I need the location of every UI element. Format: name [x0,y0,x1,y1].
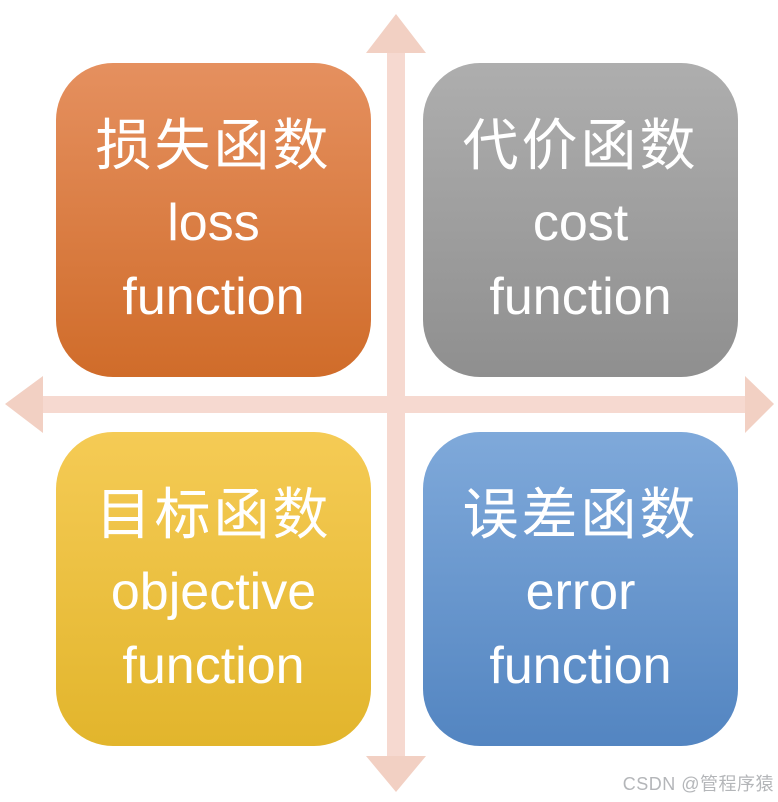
quadrant-label-en-line2: function [122,637,305,695]
quadrant-label-en-line2: function [489,637,672,695]
quadrant-title-zh: 代价函数 [462,114,699,177]
quadrant-error-function: 误差函数 error function [423,432,738,746]
quadrant-label-en-line1: cost [532,194,629,252]
quadrant-cost-function: 代价函数 cost function [423,63,738,377]
down-arrowhead-icon [366,756,426,792]
quadrant-label-en-line1: error [525,563,636,621]
quadrant-label-en-line1: objective [110,563,317,621]
quadrant-objective-function: 目标函数 objective function [56,432,371,746]
quadrant-label-en-line1: loss [167,194,260,252]
watermark: CSDN @管程序猿 [622,774,774,794]
quadrant-title-zh: 损失函数 [95,114,332,177]
quadrant-label-en-line2: function [489,268,672,326]
quadrant-loss-function: 损失函数 loss function [56,63,371,377]
left-arrowhead-icon [5,376,43,433]
horizontal-axis-shaft [40,396,748,413]
up-arrowhead-icon [366,14,426,53]
quadrant-title-zh: 目标函数 [95,483,332,546]
quadrant-label-en-line2: function [122,268,305,326]
quadrant-title-zh: 误差函数 [462,483,699,546]
right-arrowhead-icon [745,376,774,433]
